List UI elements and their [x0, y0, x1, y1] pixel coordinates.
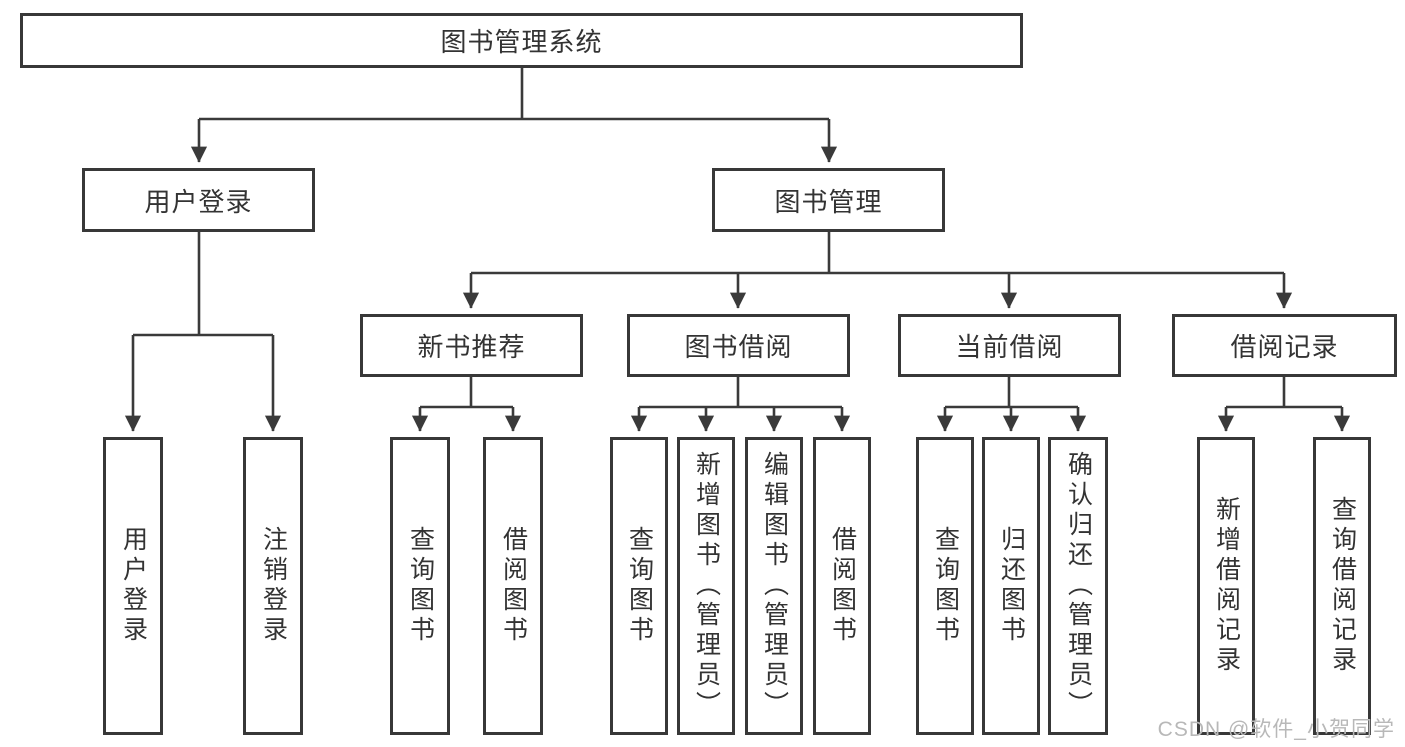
leaf-query-books-current: 查询图书: [916, 437, 974, 735]
leaf-query-borrow-record: 查询借阅记录: [1313, 437, 1371, 735]
leaf-logout: 注销登录: [243, 437, 303, 735]
leaf-user-login: 用户登录: [103, 437, 163, 735]
leaf-confirm-return-admin: 确认归还（管理员）: [1048, 437, 1108, 735]
leaf-add-borrow-record: 新增借阅记录: [1197, 437, 1255, 735]
node-borrow-records: 借阅记录: [1172, 314, 1397, 377]
leaf-query-books-recommend: 查询图书: [390, 437, 450, 735]
leaf-edit-book-admin: 编辑图书（管理员）: [745, 437, 803, 735]
node-book-borrow: 图书借阅: [627, 314, 850, 377]
leaf-return-books: 归还图书: [982, 437, 1040, 735]
leaf-add-book-admin: 新增图书（管理员）: [677, 437, 735, 735]
node-user-login: 用户登录: [82, 168, 315, 232]
leaf-borrow-books: 借阅图书: [813, 437, 871, 735]
node-root-system: 图书管理系统: [20, 13, 1023, 68]
node-new-book-recommend: 新书推荐: [360, 314, 583, 377]
node-book-management: 图书管理: [712, 168, 945, 232]
leaf-query-books-borrow: 查询图书: [610, 437, 668, 735]
node-current-borrow: 当前借阅: [898, 314, 1121, 377]
leaf-borrow-books-recommend: 借阅图书: [483, 437, 543, 735]
csdn-watermark: CSDN @软件_小贺同学: [1157, 718, 1395, 741]
